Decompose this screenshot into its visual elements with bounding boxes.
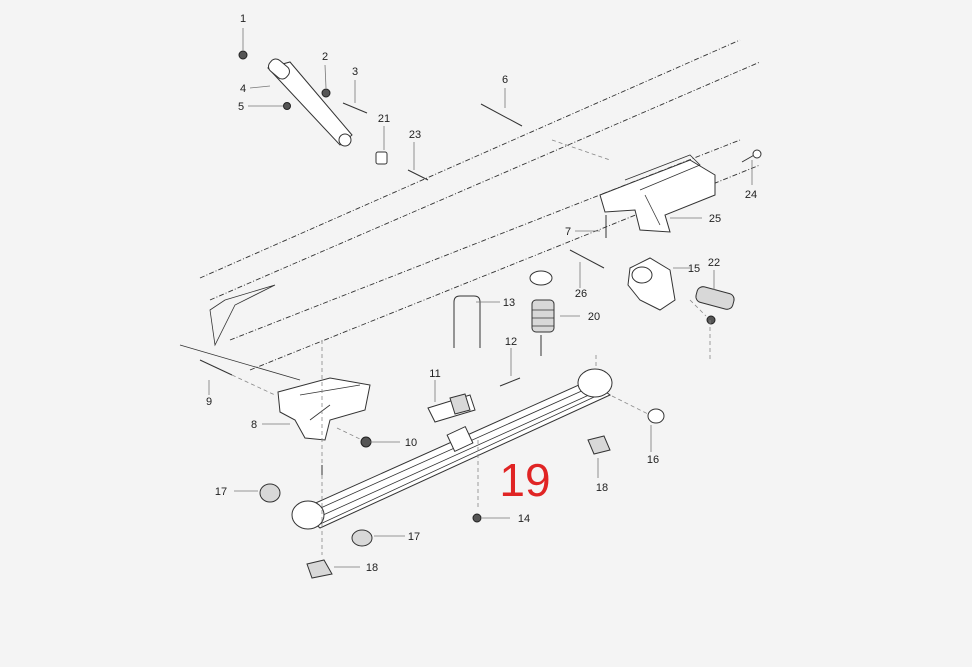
pin-9 bbox=[199, 359, 233, 376]
callout-4: 4 bbox=[240, 83, 246, 95]
callout-15: 15 bbox=[688, 263, 700, 275]
nut-14 bbox=[472, 513, 482, 523]
nut-1 bbox=[238, 50, 248, 60]
highlight-callout-19: 19 bbox=[499, 454, 550, 506]
callout-3: 3 bbox=[352, 66, 358, 78]
pad-18a bbox=[587, 435, 611, 455]
callout-23: 23 bbox=[409, 129, 421, 141]
bump-pad bbox=[529, 270, 553, 286]
bolt-3 bbox=[342, 102, 368, 114]
callout-6: 6 bbox=[502, 74, 508, 86]
bolt-12 bbox=[499, 377, 521, 387]
u-bolt bbox=[453, 295, 481, 348]
callout-10: 10 bbox=[405, 437, 417, 449]
bushing-17b bbox=[351, 529, 373, 547]
leaf-spring bbox=[291, 368, 613, 530]
nut-24 bbox=[752, 149, 762, 159]
nut-22 bbox=[706, 315, 716, 325]
callout-11: 11 bbox=[429, 368, 440, 380]
bushing-21 bbox=[375, 151, 388, 165]
callout-17a: 17 bbox=[215, 486, 227, 498]
bump-stop bbox=[531, 299, 555, 333]
nut-5 bbox=[283, 102, 291, 110]
callout-7: 7 bbox=[565, 226, 571, 238]
callout-12: 12 bbox=[505, 336, 517, 348]
callout-17b: 17 bbox=[408, 531, 420, 543]
shackle bbox=[627, 257, 676, 311]
callout-14: 14 bbox=[518, 513, 530, 525]
rear-hanger-bracket bbox=[599, 154, 716, 233]
callout-1: 1 bbox=[240, 13, 246, 25]
callout-13: 13 bbox=[503, 297, 515, 309]
callout-5: 5 bbox=[238, 101, 244, 113]
callout-22: 22 bbox=[708, 257, 720, 269]
pin-26 bbox=[569, 249, 605, 269]
callout-26: 26 bbox=[575, 288, 587, 300]
nut-10 bbox=[360, 436, 372, 448]
callout-18b: 18 bbox=[366, 562, 378, 574]
bushing-17a bbox=[259, 483, 281, 503]
pin-23 bbox=[407, 169, 429, 181]
callout-20: 20 bbox=[588, 311, 600, 323]
callout-8: 8 bbox=[251, 419, 257, 431]
callout-18a: 18 bbox=[596, 482, 608, 494]
bolt-6 bbox=[480, 103, 523, 127]
callout-9: 9 bbox=[206, 396, 212, 408]
bushing-22 bbox=[695, 286, 735, 310]
callout-21: 21 bbox=[378, 113, 390, 125]
callout-2: 2 bbox=[322, 51, 328, 63]
bushing-16 bbox=[647, 408, 665, 424]
nut-2 bbox=[321, 88, 331, 98]
leader-lines bbox=[208, 28, 753, 568]
callout-25: 25 bbox=[709, 213, 721, 225]
shock-absorber bbox=[267, 58, 353, 147]
front-hanger-bracket bbox=[277, 377, 371, 441]
frame-rails bbox=[179, 39, 761, 381]
callout-24: 24 bbox=[745, 189, 757, 201]
callout-16: 16 bbox=[647, 454, 659, 466]
pad-18b bbox=[306, 559, 333, 579]
spacer-block bbox=[427, 393, 476, 423]
